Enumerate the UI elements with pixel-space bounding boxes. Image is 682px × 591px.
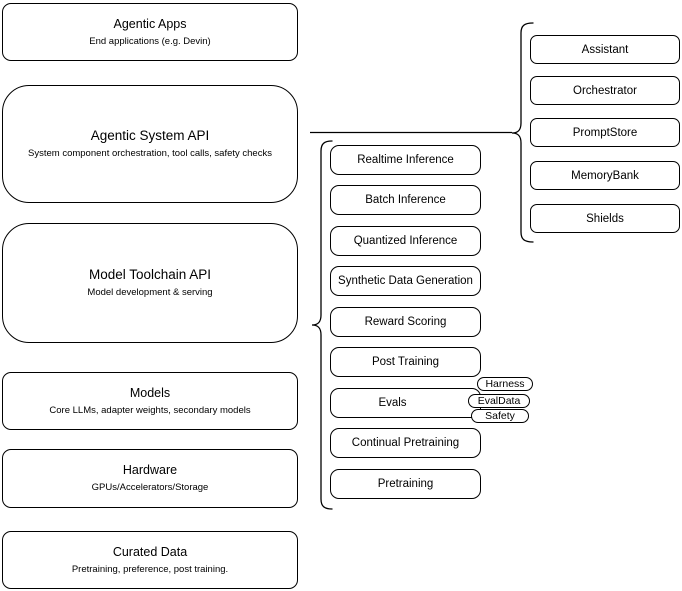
node-reward-scoring: Reward Scoring [330,307,481,337]
node-realtime-inference: Realtime Inference [330,145,481,175]
box-title: Agentic Apps [113,16,187,31]
box-title: Curated Data [112,544,188,559]
box-agentic-apps: Agentic Apps End applications (e.g. Devi… [2,3,298,61]
node-shields: Shields [530,204,680,233]
toolchain-components-brace [311,140,333,510]
box-title: Hardware [122,463,178,477]
node-memorybank: MemoryBank [530,161,680,190]
box-title: Models [129,385,171,400]
box-title: Agentic System API [90,128,210,143]
node-continual-pretraining: Continual Pretraining [330,428,481,458]
box-model-toolchain-api: Model Toolchain API Model development & … [2,223,298,343]
badge-harness: Harness [477,377,533,391]
box-agentic-system-api: Agentic System API System component orch… [2,85,298,203]
box-models: Models Core LLMs, adapter weights, secon… [2,372,298,430]
box-subtitle: Pretraining, preference, post training. [71,563,229,575]
box-subtitle: End applications (e.g. Devin) [89,35,211,47]
node-orchestrator: Orchestrator [530,76,680,105]
badge-safety: Safety [471,409,529,423]
box-subtitle: Model development & serving [87,287,213,298]
system-components-brace [511,22,534,243]
box-subtitle: GPUs/Accelerators/Storage [91,482,209,493]
node-batch-inference: Batch Inference [330,185,481,215]
box-hardware: Hardware GPUs/Accelerators/Storage [2,449,298,508]
node-post-training: Post Training [330,347,481,377]
node-quantized-inference: Quantized Inference [330,226,481,256]
badge-evaldata: EvalData [468,394,530,408]
box-subtitle: System component orchestration, tool cal… [28,148,272,159]
box-subtitle: Core LLMs, adapter weights, secondary mo… [49,404,251,416]
node-assistant: Assistant [530,35,680,64]
box-curated-data: Curated Data Pretraining, preference, po… [2,531,298,589]
node-promptstore: PromptStore [530,118,680,147]
node-pretraining: Pretraining [330,469,481,499]
box-title: Model Toolchain API [88,267,212,282]
node-evals: Evals [330,388,481,418]
node-synthetic-data-generation: Synthetic Data Generation [330,266,481,296]
